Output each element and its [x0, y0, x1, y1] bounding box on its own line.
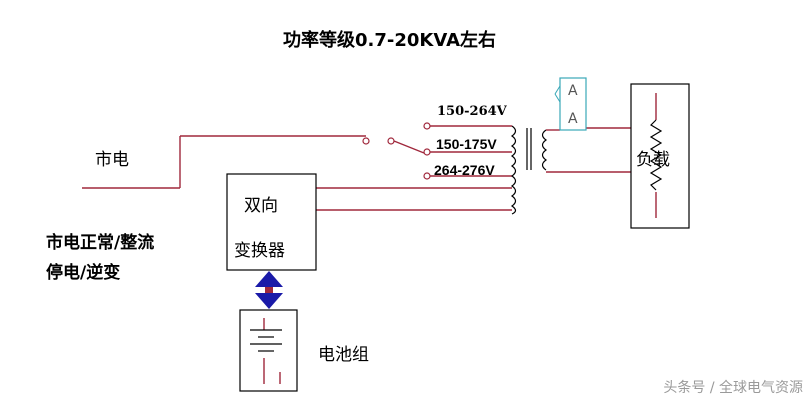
transformer-secondary-coil — [541, 129, 548, 171]
ammeter-symbol-bottom: A — [568, 111, 578, 127]
tap-label-3: 264-276V — [434, 162, 495, 178]
bidirectional-arrow-up — [255, 271, 283, 287]
tap-label-1: 150-264V — [437, 104, 507, 119]
switch-contact-right — [387, 137, 395, 145]
tap-contact-2 — [423, 148, 431, 156]
tap-contact-1 — [423, 122, 431, 130]
bidirectional-arrow-shaft — [265, 287, 273, 293]
switch-blade — [393, 140, 425, 154]
mains-label: 市电 — [95, 150, 129, 170]
ammeter-pointer-2 — [554, 93, 561, 103]
load-label: 负载 — [636, 150, 670, 170]
switch-contact-left — [362, 137, 370, 145]
diagram-title: 功率等级0.7-20KVA左右 — [283, 30, 496, 51]
mode-label-outage: 停电/逆变 — [46, 263, 121, 283]
tap-label-2: 150-175V — [436, 136, 497, 152]
ammeter-box — [559, 77, 587, 131]
tap-contact-3 — [423, 172, 431, 180]
converter-label-line1: 双向 — [244, 196, 278, 216]
transformer-primary-coil — [510, 125, 517, 215]
watermark: 头条号 / 全球电气资源 — [663, 380, 803, 396]
bidirectional-arrow-down — [255, 293, 283, 309]
load-resistor — [649, 119, 663, 191]
mode-label-normal: 市电正常/整流 — [46, 233, 155, 253]
converter-label-line2: 变换器 — [234, 241, 285, 261]
ammeter-pointer-1 — [554, 85, 561, 95]
ammeter-symbol-top: A — [568, 83, 578, 99]
converter-box — [226, 173, 317, 271]
battery-label: 电池组 — [318, 345, 369, 365]
